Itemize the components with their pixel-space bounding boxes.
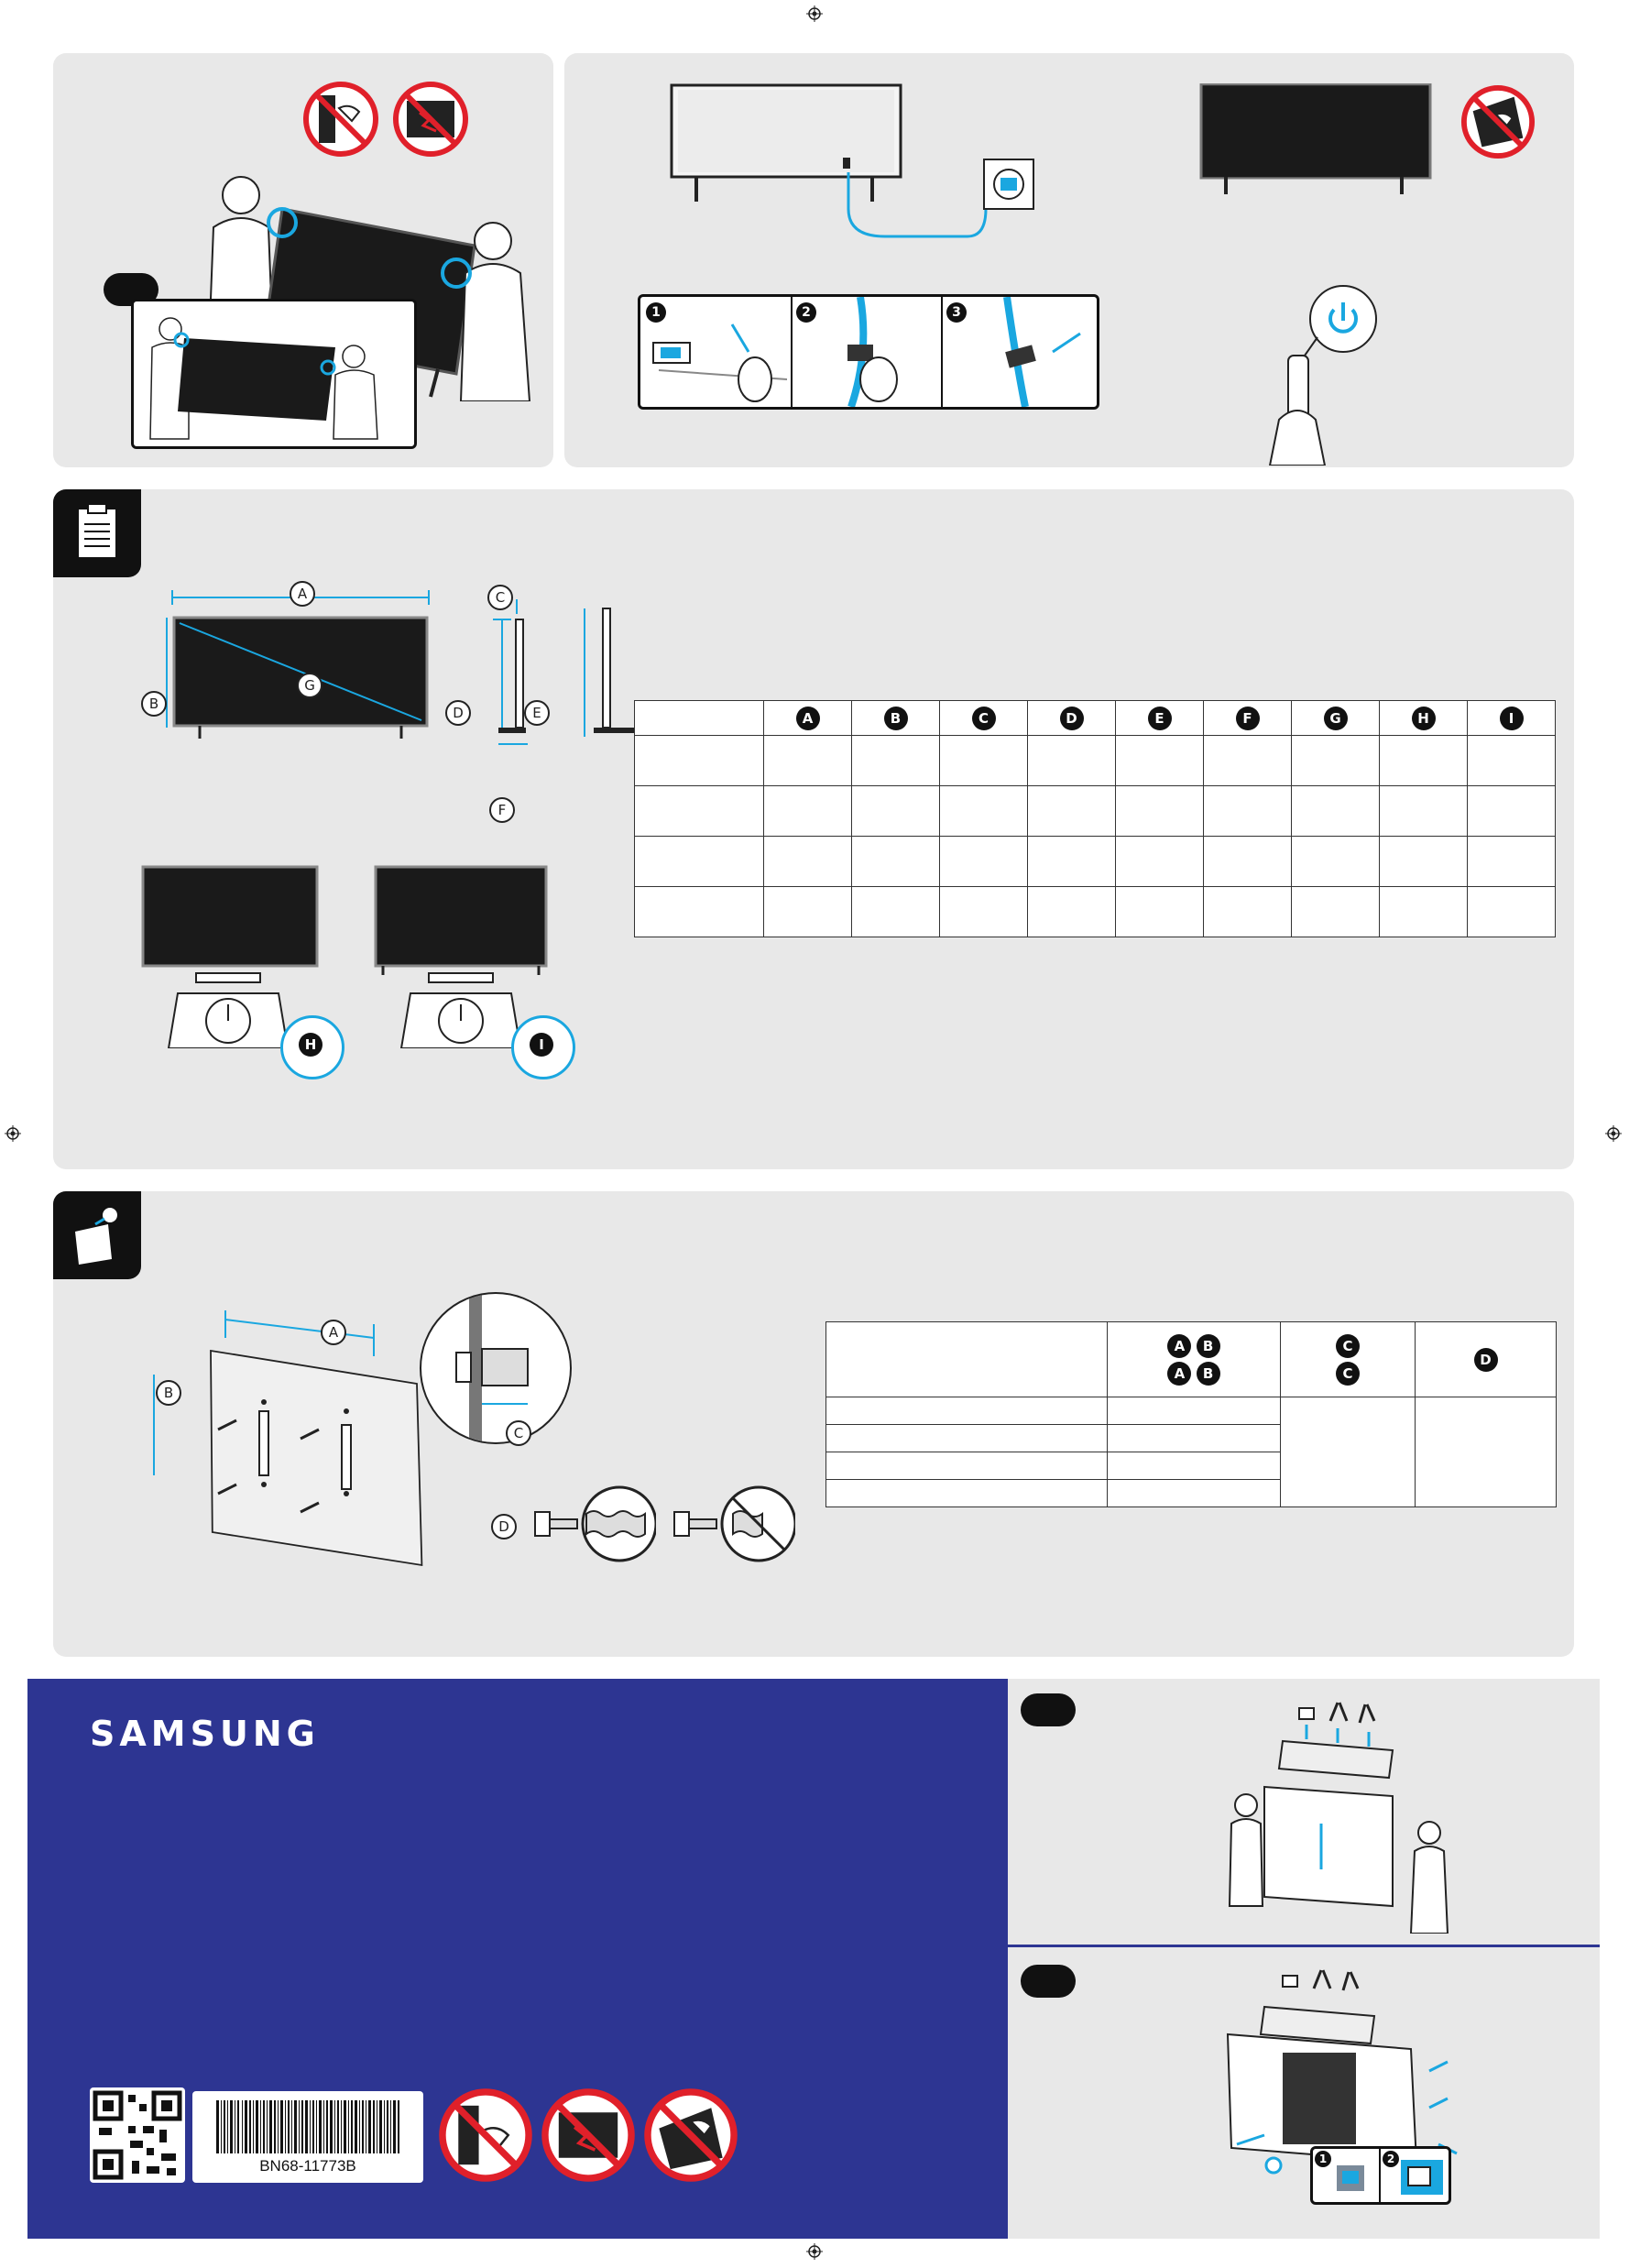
panel-specifications: A B G C D E F H I A [53, 489, 1574, 1169]
weight-scale-with-stand [141, 865, 319, 1048]
no-touch-screen-icon [644, 2088, 738, 2182]
table-row [634, 836, 1556, 887]
label-e-dim: E [524, 700, 550, 726]
label-f-dim: F [489, 797, 515, 823]
table-row [825, 1424, 1557, 1452]
inset-lifting-large [131, 299, 417, 449]
spec-header-d: D [1027, 700, 1116, 736]
label-g-dim: G [297, 673, 323, 698]
spec-header-i: I [1467, 700, 1556, 736]
cable-steps-illustration [652, 297, 1081, 407]
specifications-table: A B C D E F G H I [634, 700, 1556, 937]
unboxing-divider [1008, 1945, 1600, 1947]
screw-depth-magnifier [420, 1292, 572, 1444]
spec-header-c: C [939, 700, 1028, 736]
correct-screw-icon [534, 1485, 656, 1562]
step-1-number: 1 [646, 302, 666, 323]
wall-header-ab: A B A B [1107, 1321, 1281, 1397]
tv-front-illustration [1199, 83, 1432, 194]
spec-header-h: H [1379, 700, 1468, 736]
table-row [634, 886, 1556, 937]
barcode-lines [216, 2100, 399, 2153]
no-damage-icon [541, 2088, 635, 2182]
weight-scale-without-stand [374, 865, 548, 1048]
label-c-wall: C [506, 1420, 531, 1446]
label-a-wall: A [321, 1320, 346, 1345]
tv-side-drawing [493, 599, 640, 745]
label-c-dim: C [487, 585, 513, 610]
clip-step-1-number: 1 [1315, 2151, 1331, 2167]
label-b-wall: B [156, 1380, 181, 1406]
label-d-dim: D [445, 700, 471, 726]
power-cable [847, 172, 988, 238]
label-a-dim: A [290, 581, 315, 607]
no-touch-screen-icon [303, 82, 378, 157]
step-badge [1021, 1965, 1076, 1998]
qr-code [90, 2087, 185, 2183]
spec-header-a: A [763, 700, 852, 736]
step-badge [1021, 1693, 1076, 1726]
registration-mark-right [1605, 1125, 1622, 1142]
wall-header-model [825, 1321, 1108, 1397]
panel-connection: 1 2 3 [564, 53, 1574, 467]
label-i-weight: I [530, 1033, 553, 1057]
remote-power-illustration [1268, 285, 1377, 466]
step-2-number: 2 [796, 302, 816, 323]
barcode: BN68-11773B [192, 2091, 423, 2183]
no-damage-icon [393, 82, 468, 157]
wall-table-header: A B A B C C D [825, 1321, 1557, 1397]
spec-header-b: B [851, 700, 940, 736]
wall-header-d: D [1415, 1321, 1557, 1397]
unboxing-step-a-illustration [1228, 1702, 1449, 1934]
spec-header-model [634, 700, 764, 736]
no-touch-screen-icon [439, 2088, 532, 2182]
spec-header-f: F [1203, 700, 1292, 736]
power-icon [1328, 302, 1358, 334]
incorrect-screw-icon [673, 1485, 795, 1562]
wall-header-c: C C [1280, 1321, 1416, 1397]
label-b-dim: B [141, 691, 167, 717]
table-row [634, 785, 1556, 837]
table-row [825, 1397, 1557, 1507]
clipboard-icon [53, 489, 141, 577]
no-touch-screen-icon [1460, 84, 1536, 159]
tv-back-illustration [670, 83, 902, 202]
registration-mark-bottom [806, 2243, 823, 2260]
inset-lifting-illustration [149, 317, 378, 440]
panel-wall-mount: A B C D A B A B C C D [53, 1191, 1574, 1657]
step-3-number: 3 [946, 302, 967, 323]
wall-mount-icon [53, 1191, 141, 1279]
panel-lifting [53, 53, 553, 467]
wall-outlet [983, 159, 1034, 210]
table-row [825, 1452, 1557, 1480]
wall-mount-table: A B A B C C D [825, 1321, 1557, 1507]
part-number: BN68-11773B [259, 2157, 356, 2175]
registration-mark-left [5, 1125, 21, 1142]
spec-table-header: A B C D E F G H I [634, 700, 1556, 736]
spec-header-g: G [1291, 700, 1380, 736]
unboxing-step-b-illustration [1226, 1969, 1458, 2175]
cable-management-steps: 1 2 3 [638, 294, 1099, 410]
wall-mount-drawing [153, 1310, 423, 1567]
table-row [634, 735, 1556, 786]
label-h-weight: H [299, 1033, 323, 1057]
samsung-logo: SAMSUNG [90, 1714, 320, 1754]
table-row [825, 1479, 1557, 1507]
tv-dimensions-drawing [166, 590, 430, 739]
unboxing-clip-steps: 1 2 [1310, 2146, 1451, 2205]
spec-header-e: E [1115, 700, 1204, 736]
label-d-wall: D [491, 1514, 517, 1539]
clip-step-2-number: 2 [1383, 2151, 1399, 2167]
registration-mark-top [806, 5, 823, 22]
